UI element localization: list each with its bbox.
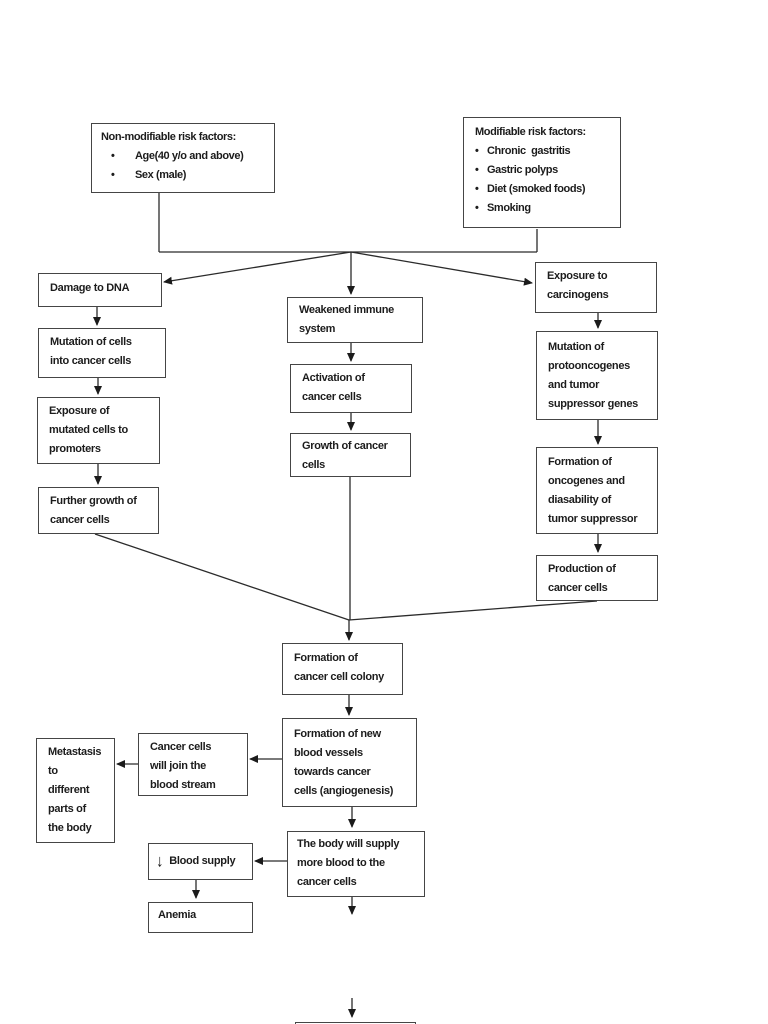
node-line: Formation of bbox=[548, 456, 612, 468]
node-line: parts of bbox=[48, 803, 86, 815]
node-line: Cancer cells bbox=[150, 741, 212, 753]
node-weakened-immune-system: Weakened immune system bbox=[287, 297, 423, 343]
node-angiogenesis: Formation of new blood vessels towards c… bbox=[282, 718, 417, 807]
node-line: blood vessels bbox=[294, 747, 363, 759]
node-mutation-of-cells: Mutation of cells into cancer cells bbox=[38, 328, 166, 378]
node-line: The body will supply bbox=[297, 838, 400, 850]
node-line: cancer cell colony bbox=[294, 671, 384, 683]
node-line: the body bbox=[48, 822, 92, 834]
node-line: Weakened immune bbox=[299, 304, 394, 316]
node-line: cancer cells bbox=[50, 514, 110, 526]
node-activation-of-cancer-cells: Activation of cancer cells bbox=[290, 364, 412, 413]
bullet-list: Age(40 y/o and above) Sex (male) bbox=[101, 147, 269, 185]
node-line: promoters bbox=[49, 443, 101, 455]
node-metastasis: Metastasis to different parts of the bod… bbox=[36, 738, 115, 843]
node-damage-to-dna: Damage to DNA bbox=[38, 273, 162, 307]
arrow-collector-to-damage-dna bbox=[163, 251, 352, 285]
node-line: Metastasis bbox=[48, 746, 102, 758]
node-line: cancer cells bbox=[297, 876, 357, 888]
connector-production-to-junction bbox=[348, 600, 598, 621]
list-item: Gastric polyps bbox=[475, 161, 615, 180]
node-line: towards cancer bbox=[294, 766, 371, 778]
node-line: into cancer cells bbox=[50, 355, 132, 367]
node-line: oncogenes and bbox=[548, 475, 625, 487]
node-mutation-of-protooncogenes: Mutation of protooncogenes and tumor sup… bbox=[536, 331, 658, 420]
node-line: and tumor bbox=[548, 379, 600, 391]
node-line: Exposure of bbox=[49, 405, 110, 417]
node-non-modifiable-risk-factors: Non-modifiable risk factors: Age(40 y/o … bbox=[91, 123, 275, 193]
list-item: Age(40 y/o and above) bbox=[101, 147, 269, 166]
node-line: protooncogenes bbox=[548, 360, 630, 372]
arrow-collector-to-carcinogens bbox=[350, 251, 533, 286]
node-line: Mutation of bbox=[548, 341, 604, 353]
decrease-arrow-icon: ↓ bbox=[156, 851, 164, 872]
node-line: diasability of bbox=[548, 494, 612, 506]
node-line: different bbox=[48, 784, 90, 796]
node-line: cells (angiogenesis) bbox=[294, 785, 394, 797]
node-line: Damage to DNA bbox=[50, 282, 130, 294]
node-line: blood stream bbox=[150, 779, 216, 791]
node-cancer-cells-join-bloodstream: Cancer cells will join the blood stream bbox=[138, 733, 248, 796]
node-title: Modifiable risk factors: bbox=[475, 126, 586, 138]
node-line: Production of bbox=[548, 563, 616, 575]
list-item: Sex (male) bbox=[101, 166, 269, 185]
node-line: system bbox=[299, 323, 336, 335]
node-growth-of-cancer-cells: Growth of cancer cells bbox=[290, 433, 411, 477]
node-line: cancer cells bbox=[302, 391, 362, 403]
bullet-list: Chronic gastritis Gastric polyps Diet (s… bbox=[475, 142, 615, 218]
node-exposure-to-carcinogens: Exposure to carcinogens bbox=[535, 262, 657, 313]
node-line: to bbox=[48, 765, 58, 777]
offpage-box bbox=[295, 1022, 416, 1024]
node-decreased-blood-supply: ↓ Blood supply bbox=[148, 843, 253, 880]
node-line: suppressor genes bbox=[548, 398, 638, 410]
node-production-of-cancer-cells: Production of cancer cells bbox=[536, 555, 658, 601]
list-item: Chronic gastritis bbox=[475, 142, 615, 161]
node-title: Non-modifiable risk factors: bbox=[101, 131, 236, 143]
node-line: Activation of bbox=[302, 372, 365, 384]
node-line: cancer cells bbox=[548, 582, 608, 594]
node-line: Further growth of bbox=[50, 495, 137, 507]
connector-further-growth-to-junction bbox=[94, 533, 350, 621]
node-further-growth: Further growth of cancer cells bbox=[38, 487, 159, 534]
node-line: Mutation of cells bbox=[50, 336, 132, 348]
node-line: will join the bbox=[150, 760, 206, 772]
node-modifiable-risk-factors: Modifiable risk factors: Chronic gastrit… bbox=[463, 117, 621, 228]
node-line: Anemia bbox=[158, 909, 196, 921]
node-line: more blood to the bbox=[297, 857, 385, 869]
node-line: cells bbox=[302, 459, 325, 471]
node-formation-of-oncogenes: Formation of oncogenes and diasability o… bbox=[536, 447, 658, 534]
node-line: Formation of bbox=[294, 652, 358, 664]
node-anemia: Anemia bbox=[148, 902, 253, 933]
node-line: Growth of cancer bbox=[302, 440, 388, 452]
list-item: Diet (smoked foods) bbox=[475, 180, 615, 199]
node-line: Exposure to bbox=[547, 270, 608, 282]
node-cancer-cell-colony: Formation of cancer cell colony bbox=[282, 643, 403, 695]
list-item: Smoking bbox=[475, 199, 615, 218]
node-line: tumor suppressor bbox=[548, 513, 638, 525]
node-body-supplies-blood: The body will supply more blood to the c… bbox=[287, 831, 425, 897]
node-exposure-to-promoters: Exposure of mutated cells to promoters bbox=[37, 397, 160, 464]
node-line: mutated cells to bbox=[49, 424, 128, 436]
node-line: Formation of new bbox=[294, 728, 381, 740]
node-line: carcinogens bbox=[547, 289, 609, 301]
node-line: Blood supply bbox=[169, 855, 236, 867]
